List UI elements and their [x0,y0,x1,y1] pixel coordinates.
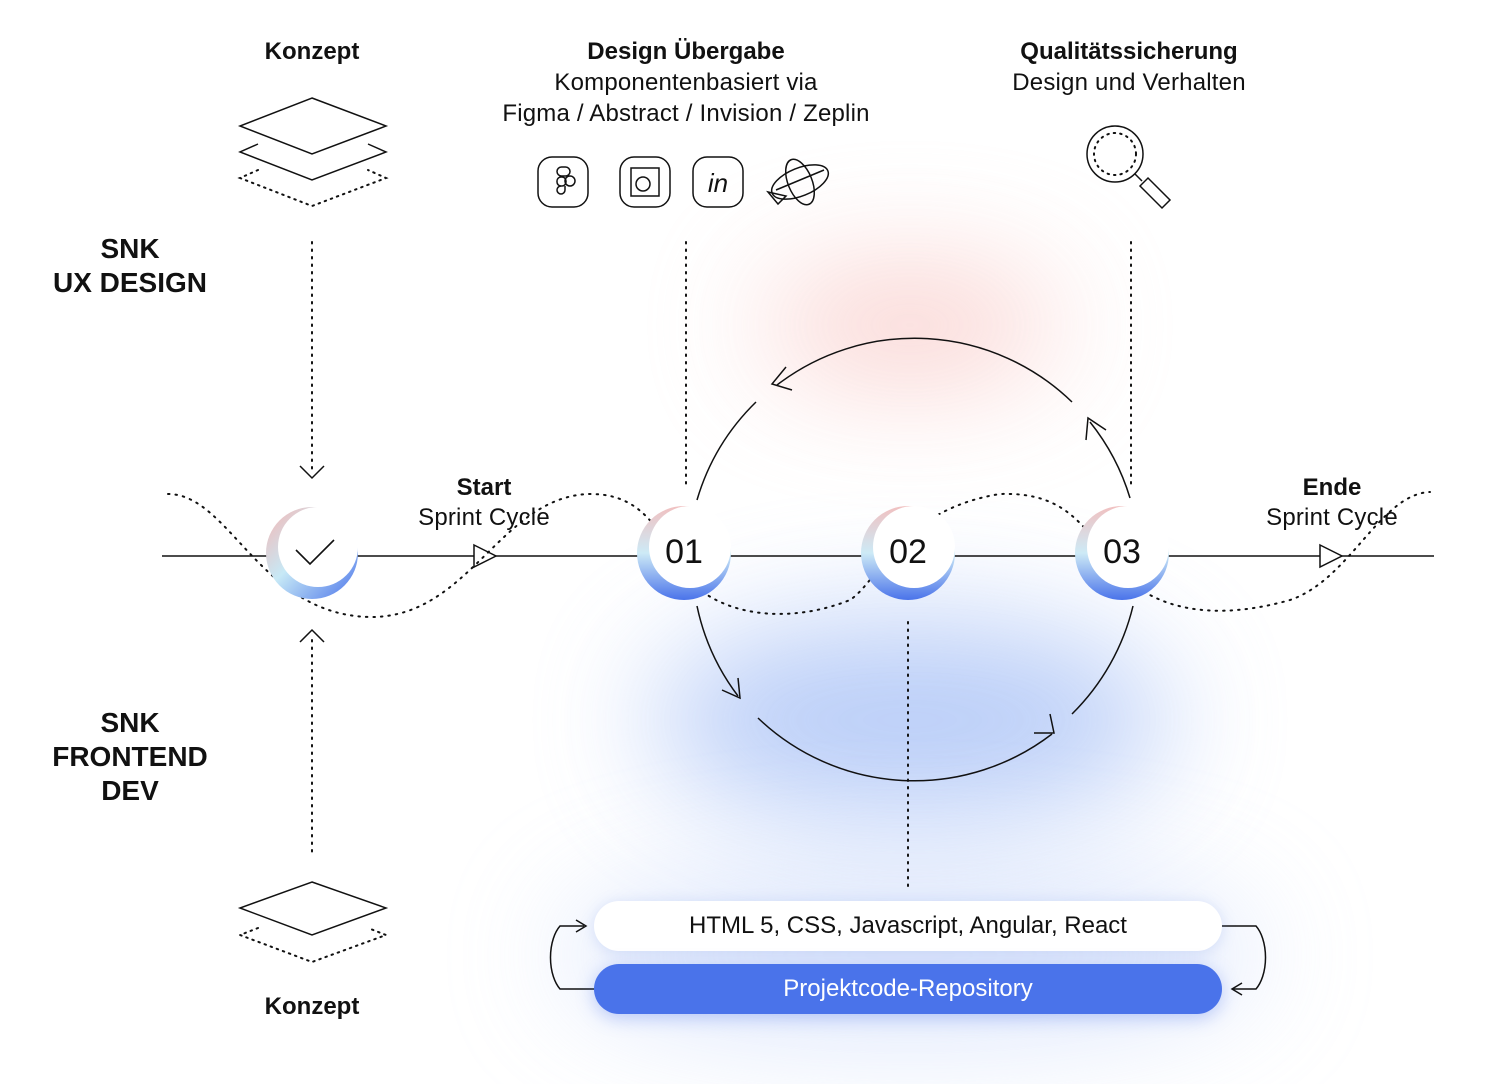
ux-design-label: SNK UX DESIGN [30,232,230,300]
design-handover-line1: Komponentenbasiert via [554,69,818,96]
repo-arrow-left-icon [575,919,588,933]
cycle-arrow-right-icon [1085,416,1107,441]
abstract-icon [619,156,671,208]
fe-label-line2: FRONTEND [52,741,208,772]
arrow-down-icon [299,465,325,480]
concept-title-top: Konzept [264,38,360,65]
repo-loop-right [1220,925,1267,990]
figma-icon [537,156,589,208]
end-subtitle: Sprint Cycle [1266,504,1398,531]
frontend-dev-label: SNK FRONTEND DEV [30,706,230,808]
fe-label-line1: SNK [100,707,160,738]
concept-title-bottom: Konzept [264,993,360,1020]
ux-label-line2: UX DESIGN [52,267,208,298]
fe-label-line3: DEV [101,775,159,806]
cycle-arrow-top-icon [770,366,793,391]
node-02: 02 [861,506,955,600]
node-01: 01 [637,506,731,600]
cycle-arc-right-bottom [1071,605,1134,715]
start-title: Start [456,474,512,501]
layers-icon [237,97,389,208]
qa-subtitle: Design und Verhalten [1012,69,1246,96]
end-arrow-icon [1319,543,1344,569]
node-03-label: 03 [1103,533,1141,571]
glow-red [760,270,1060,380]
repo-loop-left [549,925,596,990]
design-handover-line2: Figma / Abstract / Invision / Zeplin [502,100,870,127]
cycle-arc-left-top [696,401,757,501]
node-03: 03 [1075,506,1169,600]
magnifier-icon [1086,125,1172,210]
cycle-arc-top [776,337,1073,403]
cycle-arrow-left-icon [721,677,741,700]
zeplin-icon [766,158,830,206]
cycle-arrow-bottom-icon [1034,713,1055,734]
ux-label-line1: SNK [100,233,160,264]
cycle-arc-left-bottom [696,605,739,697]
dotted-wave [167,491,1431,619]
design-handover-title: Design Übergabe [587,38,785,65]
node-02-label: 02 [889,533,927,571]
invision-icon: in [692,156,744,208]
end-title: Ende [1302,474,1362,501]
glow-blue [650,620,1170,820]
check-node [266,507,358,599]
cycle-arc-right-top [1089,421,1131,499]
layers-icon-bottom [237,881,389,964]
qa-title: Qualitätssicherung [1020,38,1238,65]
repository-button[interactable]: Projektcode-Repository [594,964,1222,1014]
cycle-arc-bottom [757,717,1053,782]
svg-text:in: in [708,168,728,198]
tech-stack-pill: HTML 5, CSS, Javascript, Angular, React [594,901,1222,951]
node-01-label: 01 [665,533,703,571]
repo-arrow-right-icon [1230,982,1243,996]
checkmark-icon [295,539,335,566]
start-subtitle: Sprint Cycle [418,504,550,531]
arrow-up-icon [299,628,325,643]
start-arrow-icon [473,543,498,569]
